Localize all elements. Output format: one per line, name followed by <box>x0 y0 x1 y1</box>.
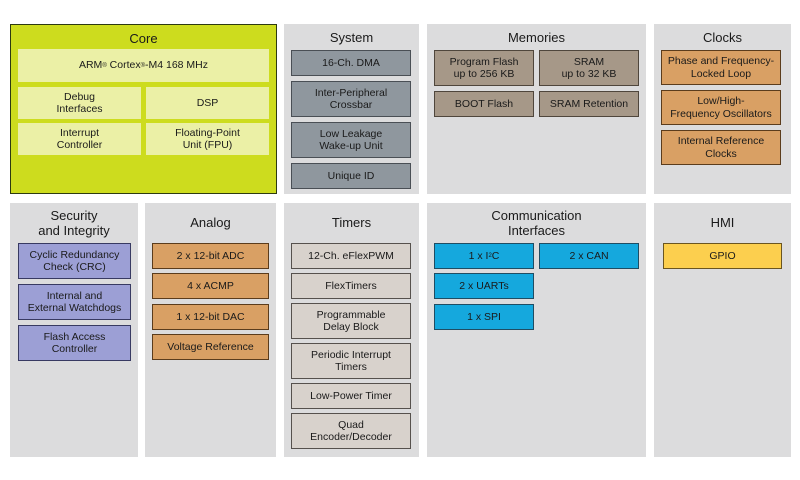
block-cortex-m4: ARM® Cortex®-M4 168 MHz <box>18 49 269 82</box>
block-debug-interfaces: Debug Interfaces <box>18 87 141 119</box>
panel-core: Core ARM® Cortex®-M4 168 MHz Debug Inter… <box>10 24 277 194</box>
block-low-power-timer: Low-Power Timer <box>291 383 411 409</box>
block-uarts: 2 x UARTs <box>434 273 534 299</box>
block-programmable-delay-block: Programmable Delay Block <box>291 303 411 339</box>
block-gpio: GPIO <box>663 243 782 269</box>
panel-system: System 16-Ch. DMA Inter-Peripheral Cross… <box>284 24 419 194</box>
block-dac: 1 x 12-bit DAC <box>152 304 269 330</box>
block-oscillators: Low/High- Frequency Oscillators <box>661 90 781 125</box>
block-crossbar: Inter-Peripheral Crossbar <box>291 81 411 117</box>
block-wakeup-unit: Low Leakage Wake-up Unit <box>291 122 411 158</box>
panel-clocks: Clocks Phase and Frequency- Locked Loop … <box>654 24 791 194</box>
block-can: 2 x CAN <box>539 243 639 269</box>
panel-memories: Memories Program Flash up to 256 KB SRAM… <box>427 24 646 194</box>
block-adc: 2 x 12-bit ADC <box>152 243 269 269</box>
panel-title-communication: Communication Interfaces <box>491 208 582 238</box>
panel-title-system: System <box>329 30 374 45</box>
block-voltage-reference: Voltage Reference <box>152 334 269 360</box>
block-eflexpwm: 12-Ch. eFlexPWM <box>291 243 411 269</box>
block-interrupt-controller: Interrupt Controller <box>18 123 141 155</box>
panel-security: Security and Integrity Cyclic Redundancy… <box>10 203 138 457</box>
block-internal-reference-clocks: Internal Reference Clocks <box>661 130 781 165</box>
panel-title-analog: Analog <box>190 215 231 230</box>
block-pll-fll: Phase and Frequency- Locked Loop <box>661 50 781 85</box>
block-unique-id: Unique ID <box>291 163 411 189</box>
block-sram-retention: SRAM Retention <box>539 91 639 117</box>
block-boot-flash: BOOT Flash <box>434 91 534 117</box>
block-quad-encoder-decoder: Quad Encoder/Decoder <box>291 413 411 449</box>
block-flash-access-controller: Flash Access Controller <box>18 325 131 361</box>
block-fpu: Floating-Point Unit (FPU) <box>146 123 269 155</box>
block-acmp: 4 x ACMP <box>152 273 269 299</box>
panel-timers: Timers 12-Ch. eFlexPWM FlexTimers Progra… <box>284 203 419 457</box>
block-sram: SRAM up to 32 KB <box>539 50 639 86</box>
block-flextimers: FlexTimers <box>291 273 411 299</box>
block-spi: 1 x SPI <box>434 304 534 330</box>
panel-analog: Analog 2 x 12-bit ADC 4 x ACMP 1 x 12-bi… <box>145 203 276 457</box>
panel-hmi: HMI GPIO <box>654 203 791 457</box>
panel-title-security: Security and Integrity <box>38 208 110 238</box>
block-periodic-interrupt-timers: Periodic Interrupt Timers <box>291 343 411 379</box>
block-crc: Cyclic Redundancy Check (CRC) <box>18 243 131 279</box>
panel-title-timers: Timers <box>331 215 372 230</box>
block-dsp: DSP <box>146 87 269 119</box>
panel-title-hmi: HMI <box>710 215 735 230</box>
block-program-flash: Program Flash up to 256 KB <box>434 50 534 86</box>
panel-title-clocks: Clocks <box>702 30 742 45</box>
block-dma: 16-Ch. DMA <box>291 50 411 76</box>
panel-title-memories: Memories <box>507 30 566 45</box>
panel-title-core: Core <box>129 31 158 46</box>
block-watchdogs: Internal and External Watchdogs <box>18 284 131 320</box>
